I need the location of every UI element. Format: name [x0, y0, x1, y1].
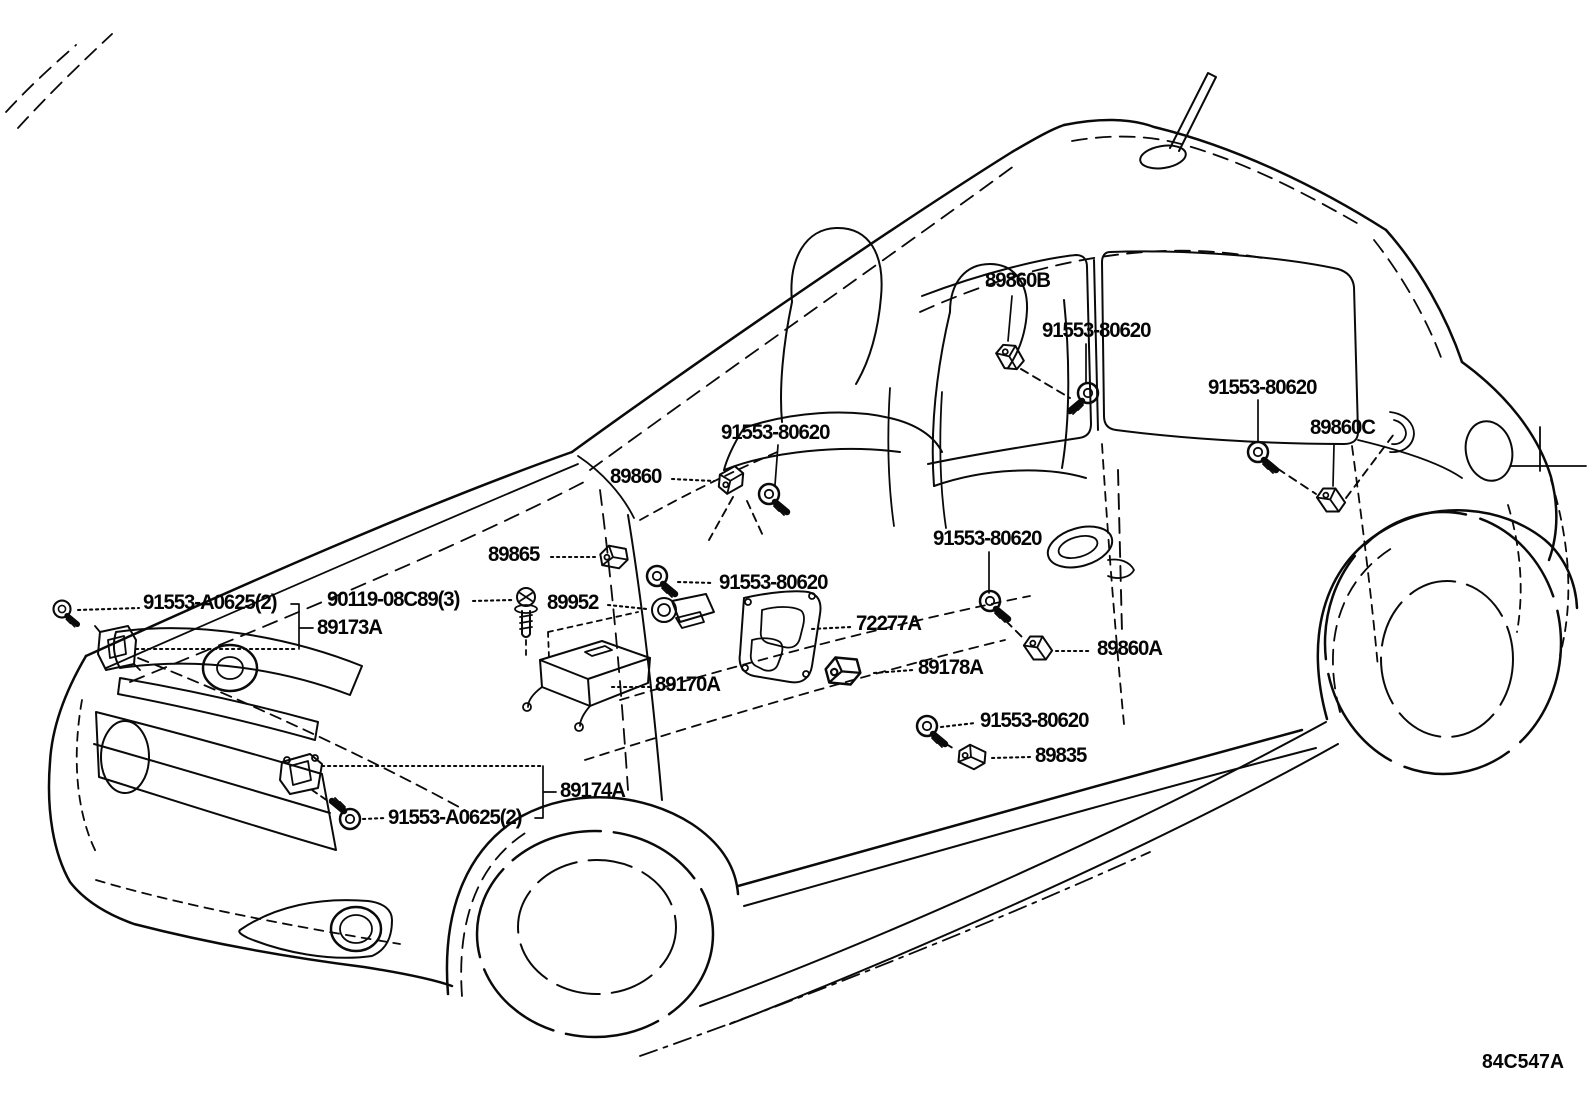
screw-icon [1070, 383, 1098, 414]
airbag-ecu-part [522, 611, 651, 732]
screw-icon [980, 591, 1008, 622]
screw-icon [917, 716, 945, 747]
rear-wheel [1316, 509, 1579, 776]
car-body-outline [5, 33, 1587, 988]
side-airbag-sensor-part [1019, 629, 1057, 667]
fog-lamp [238, 899, 393, 959]
part-label-89170a: 89170A [655, 673, 721, 696]
front-airbag-sensor-lh-part [94, 625, 141, 671]
leader-lines [76, 295, 1395, 821]
part-label-89178a: 89178A [918, 656, 984, 679]
front-door-trim-panel-part [738, 590, 822, 684]
interior-seats [723, 226, 1087, 529]
parts [54, 338, 1350, 829]
part-label-89173a: 89173A [317, 616, 383, 639]
part-label-89860: 89860 [610, 465, 662, 488]
part-label-91553-a0625-1: 91553-A0625(2) [143, 591, 277, 614]
airbag-sensor-89865-part [598, 541, 630, 573]
screw-icon [332, 798, 360, 829]
front-grille [93, 677, 337, 851]
part-label-91553-80620-4: 91553-80620 [933, 527, 1042, 550]
yaw-rate-sensor-part [651, 593, 715, 629]
part-label-89174a: 89174A [560, 779, 626, 802]
part-label-89835: 89835 [1035, 744, 1087, 767]
doors-and-windows [599, 249, 1463, 801]
airbag-sensor-89835-part [957, 742, 987, 772]
front-wheel [445, 796, 740, 1039]
headlight [100, 627, 363, 794]
screw-icon [54, 601, 78, 627]
part-label-72277a: 72277A [856, 612, 922, 635]
part-label-91553-80620-3: 91553-80620 [721, 421, 830, 444]
screw-icon [647, 566, 675, 597]
part-label-91553-80620-6: 91553-80620 [980, 709, 1089, 732]
part-label-89865: 89865 [488, 543, 540, 566]
bolt-icon [514, 587, 538, 658]
part-label-91553-a0625-2: 91553-A0625(2) [388, 806, 522, 829]
screw-icon [1248, 442, 1276, 473]
part-label-91553-80620-1: 91553-80620 [1042, 319, 1151, 342]
airbag-sensor-rear-part [1312, 481, 1350, 519]
front-airbag-sensor-rh-part [279, 753, 323, 795]
front-door-handle [1046, 525, 1135, 579]
part-label-90119-08c89: 90119-08C89(3) [327, 588, 460, 611]
part-label-89952: 89952 [547, 591, 599, 614]
screw-icon [759, 484, 787, 515]
part-label-89860c: 89860C [1310, 416, 1376, 439]
part-label-91553-80620-5: 91553-80620 [719, 571, 828, 594]
part-label-91553-80620-2: 91553-80620 [1208, 376, 1317, 399]
side-airbag-sensor-89178-part [822, 651, 864, 691]
rear-quarter-details [1389, 411, 1587, 482]
part-label-89860a: 89860A [1097, 637, 1163, 660]
part-label-89860b: 89860B [985, 269, 1051, 292]
rocker-and-sill [639, 721, 1339, 1057]
diagram-code: 84C547A [1482, 1051, 1564, 1073]
roof-antenna [1139, 72, 1217, 170]
